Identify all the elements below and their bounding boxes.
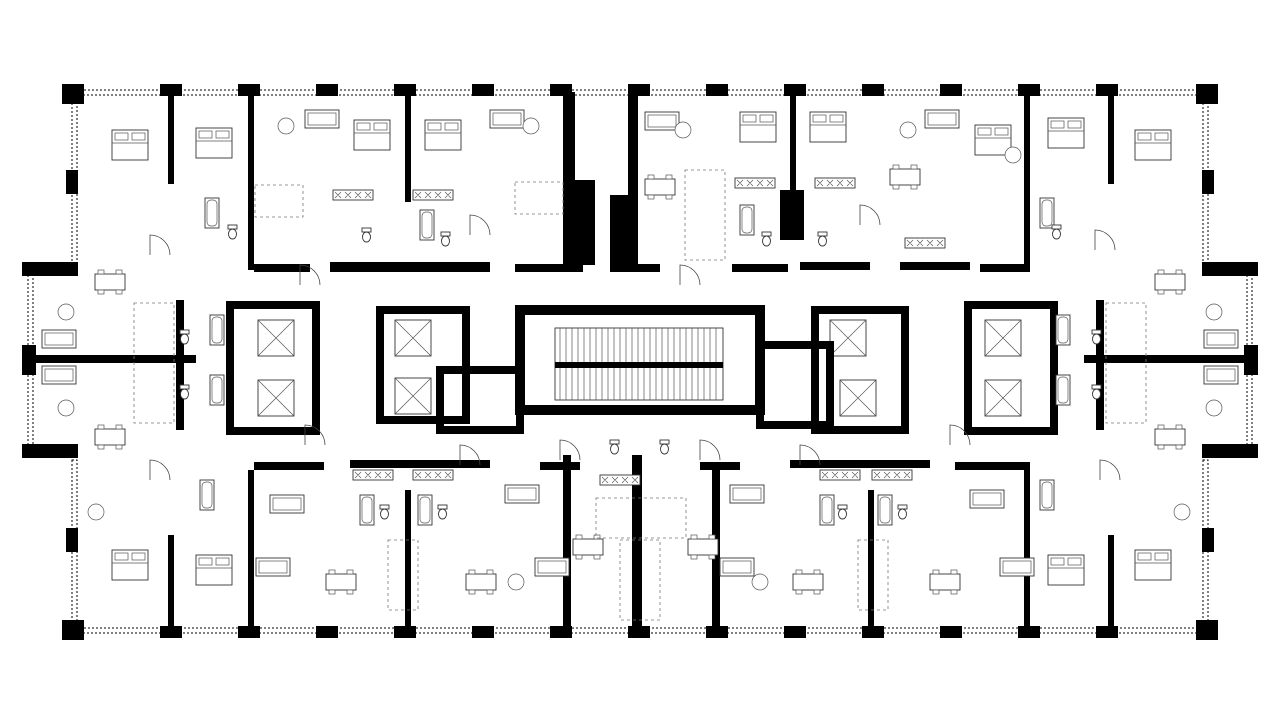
lift-core-east — [964, 301, 1058, 435]
north-wing — [168, 92, 1114, 272]
envelope — [22, 84, 1258, 640]
north-furniture — [111, 109, 1172, 286]
south-furniture — [87, 424, 1191, 621]
south-wing — [168, 455, 1114, 630]
lift-core-center-west — [376, 306, 524, 434]
stair-core — [515, 305, 765, 415]
lift-core-west — [226, 301, 320, 435]
east-wing — [1055, 269, 1244, 450]
west-wing — [36, 269, 225, 450]
lift-core-center-east — [756, 306, 909, 434]
stair-icon — [554, 327, 724, 401]
